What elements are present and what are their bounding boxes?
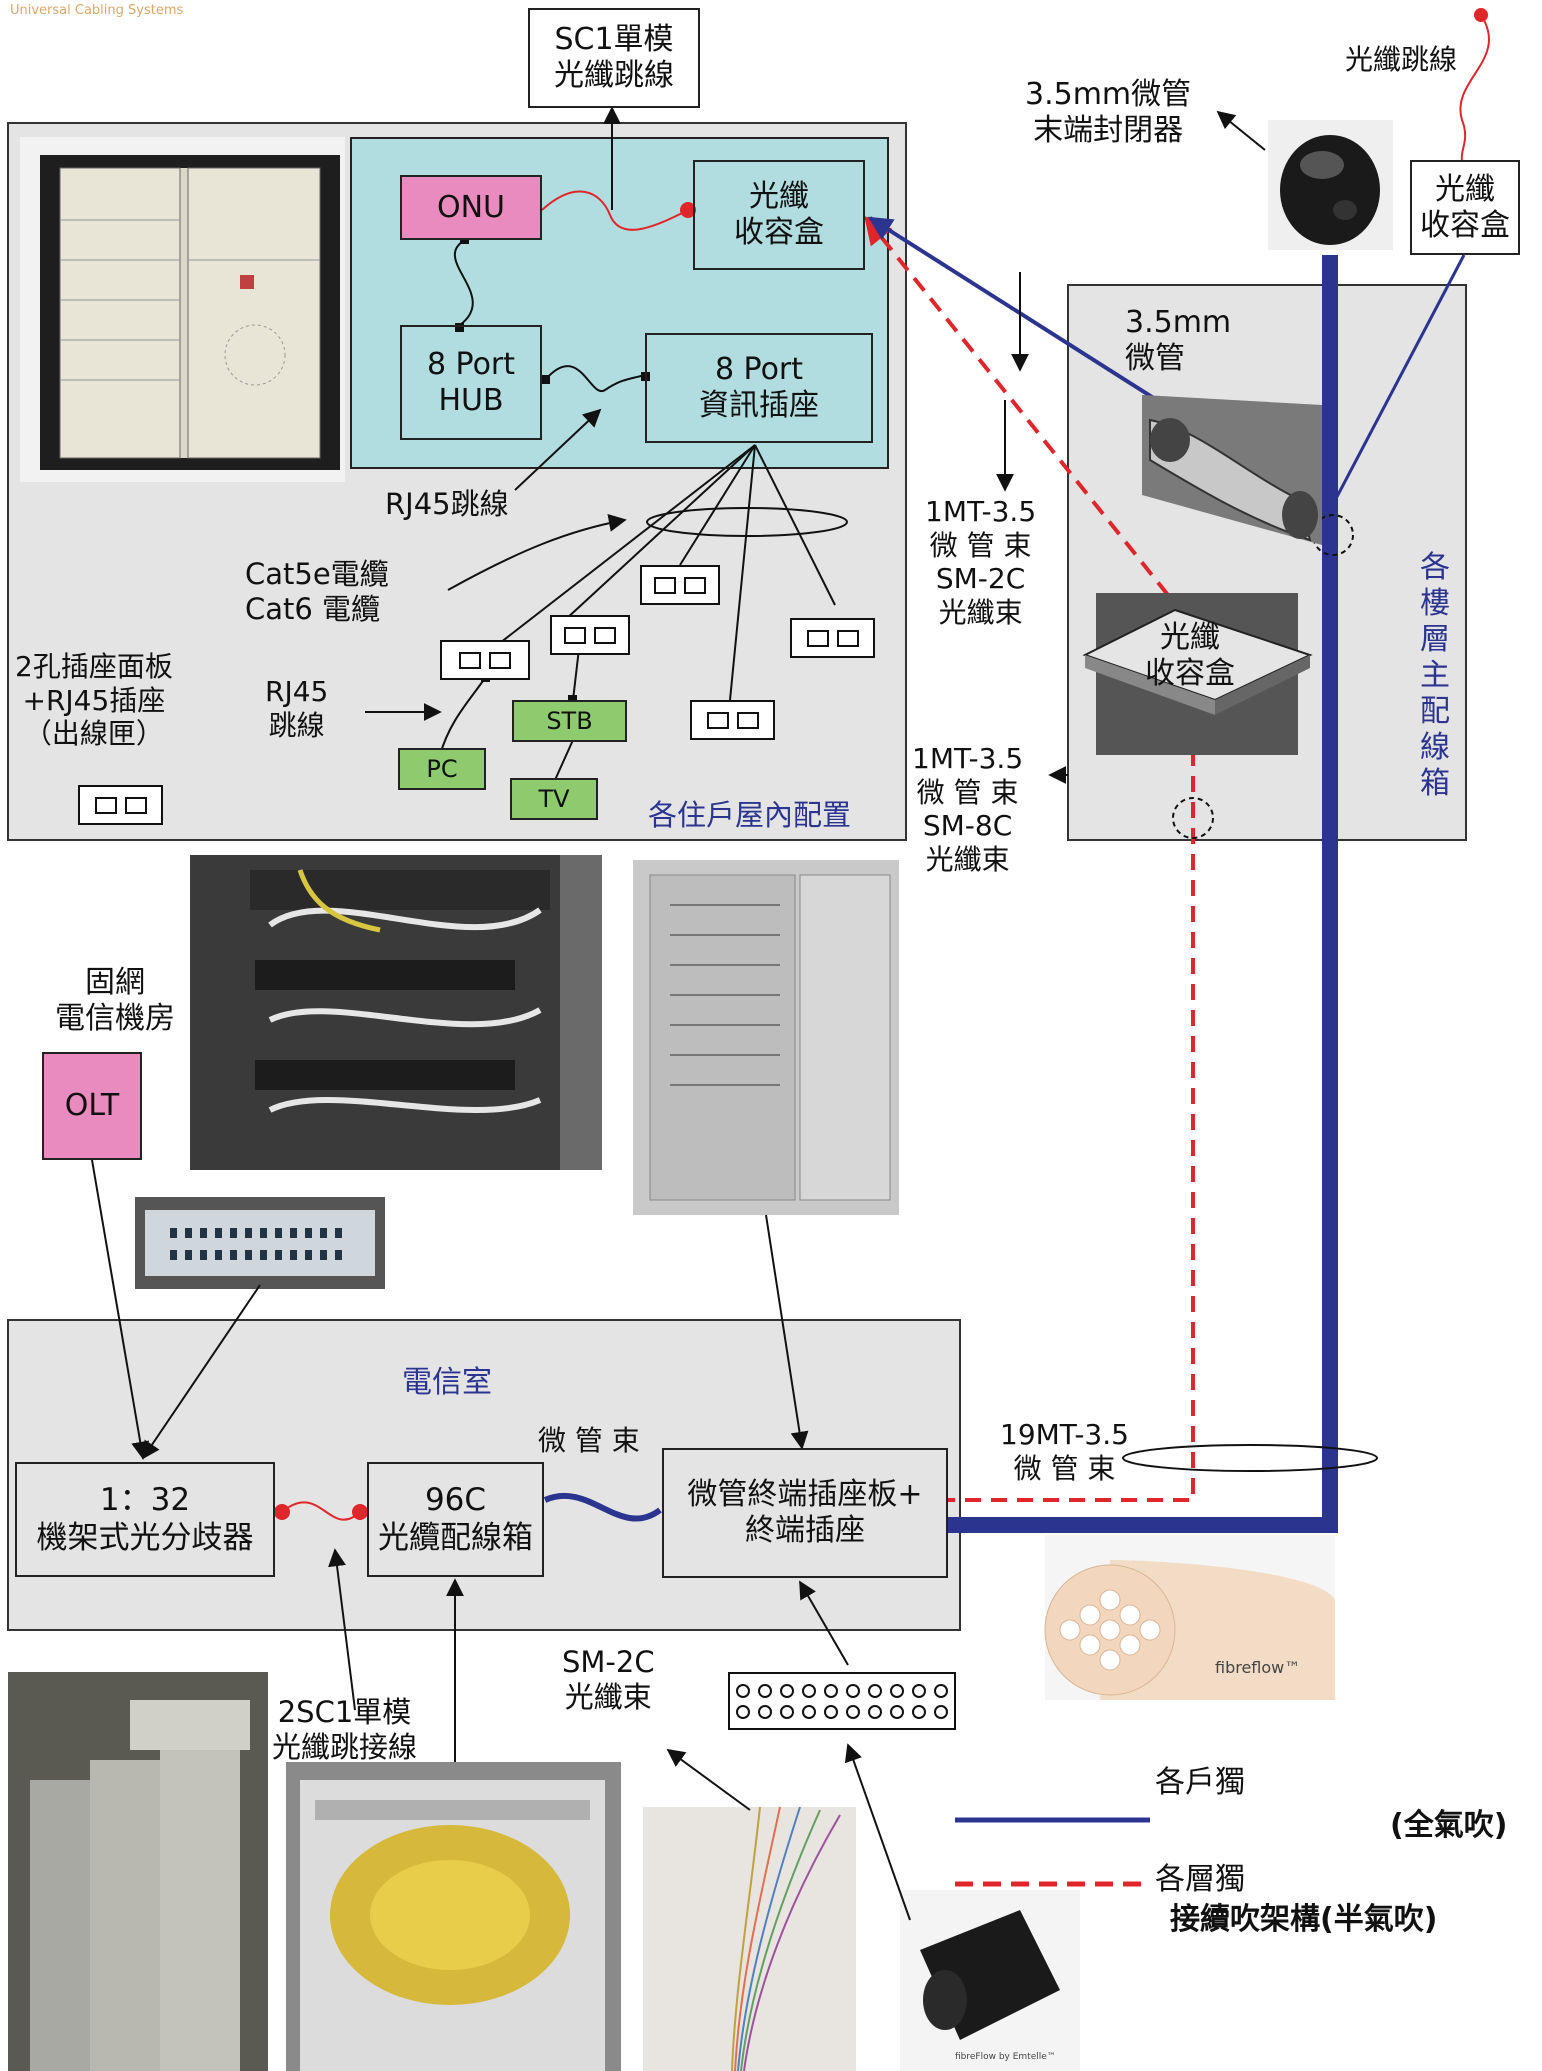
termination-grid-plate [728, 1672, 956, 1730]
riser-blue-line [948, 255, 1338, 1533]
splice-circle-upper [1312, 514, 1354, 556]
onu-box: ONU [400, 175, 542, 240]
home-config-title: 各住戶屋內配置 [648, 798, 852, 832]
splitter-fiber-red [281, 1501, 361, 1521]
wall-outlet-2 [550, 615, 630, 655]
telecom-office-label: 固網 電信機房 [55, 965, 175, 1036]
sc1-patch-box: SC1單模 光纖跳線 [528, 8, 700, 108]
onu-hub-cable [453, 239, 474, 326]
outlet-panel-label: 2孔插座面板 +RJ45插座 （出線匣） [15, 650, 173, 751]
connector-arrow [844, 1743, 911, 1921]
rack-switch-photo [190, 855, 602, 1170]
stb-port-2 [568, 695, 577, 704]
odf-fiber-photo [286, 1762, 621, 2071]
bundle-8c-label: 1MT-3.5 微 管 束 SM-8C 光纖束 [912, 742, 1024, 876]
patch-panel-arrow [141, 1284, 261, 1460]
rj45-arrow [514, 408, 602, 491]
end-cap-arrow [1216, 110, 1266, 151]
onu-fiber-red [541, 190, 689, 231]
termination-panel-box: 微管終端插座板+ 終端插座 [662, 1448, 948, 1578]
termination-grid-holes [736, 1684, 948, 1719]
odf-dot [352, 1504, 368, 1520]
end-cap-photo [1268, 120, 1393, 250]
fiber-jumper-dot [1474, 8, 1488, 22]
legend-dashed-note: 接續吹架構(半氣吹) [1170, 1902, 1438, 1937]
hub-port-2 [541, 375, 550, 384]
info-outlet-box: 8 Port 資訊插座 [645, 333, 873, 443]
connector-brand: fibreFlow by Emtelle™ [955, 2052, 1056, 2062]
red-dashed-to-home [864, 215, 1170, 597]
distribution-cabinet-photo [633, 860, 899, 1215]
legend-dashed-label: 各層獨 [1155, 1862, 1245, 1897]
bundle-19mt-label: 19MT-3.5 微 管 束 [1000, 1418, 1129, 1485]
fibreflow-brand: fibreflow™ [1215, 1658, 1301, 1677]
fiber-box-top: 光纖 收容盒 [1410, 160, 1520, 255]
telecom-room-title: 電信室 [402, 1365, 492, 1400]
legend-solid-label: 各戶獨 [1155, 1765, 1245, 1800]
telecom-cabinets-photo [8, 1672, 268, 2071]
wall-outlet-legend [78, 785, 163, 825]
panel-grid-arrow [799, 1580, 849, 1666]
odf-termination-cable [543, 1492, 662, 1522]
olt-arrow [91, 1159, 150, 1460]
riser-red-dashed [948, 750, 1195, 1502]
wall-outlet-1 [440, 640, 530, 680]
microduct-connector-photo [1142, 395, 1322, 545]
onu-fiber-dot [680, 202, 696, 218]
end-cap-label: 3.5mm微管 末端封閉器 [1025, 77, 1192, 148]
hub-port [455, 323, 464, 332]
hub-box: 8 Port HUB [400, 325, 542, 440]
hub-info-cable [544, 365, 646, 393]
fiber-strand-arrow [666, 1748, 751, 1811]
cat-cables-label: Cat5e電纜 Cat6 電纜 [245, 557, 389, 626]
pc-box: PC [398, 748, 486, 790]
microduct-label: 3.5mm 微管 [1125, 305, 1232, 376]
fiber-jumper-label: 光纖跳線 [1345, 43, 1458, 76]
connector-photo [900, 1890, 1080, 2071]
fiber-box-home: 光纖 收容盒 [693, 160, 865, 270]
microduct-bundle-photo [1044, 1535, 1335, 1700]
bundle-19mt-ellipse [1122, 1444, 1378, 1472]
outlet-cable-fan [477, 444, 836, 701]
stb-box: STB [512, 700, 627, 742]
cable-bundle-ellipse [646, 507, 848, 537]
sc1-2-jumper-label: 2SC1單模 光纖跳接線 [272, 1695, 418, 1764]
microduct-bundle-label: 微 管 束 [538, 1424, 640, 1457]
sm2c-label: SM-2C 光纖束 [562, 1645, 655, 1714]
splitter-box: 1：32 機架式光分歧器 [15, 1462, 275, 1577]
splice-circle-lower [1172, 797, 1214, 839]
wall-outlet-4 [790, 618, 875, 658]
patch-panel-photo [135, 1197, 385, 1289]
cabinet-arrow [765, 1214, 809, 1450]
jumper-arrow [328, 1548, 356, 1711]
fiber-strands-photo [643, 1806, 856, 2071]
blue-fiber-top-box [1328, 254, 1466, 511]
floor-main-box-label: 各 樓 層 主 配 線 箱 [1420, 550, 1450, 801]
stb-tv-line [554, 739, 574, 781]
rj45-jumper-label: RJ45 跳線 [265, 675, 329, 742]
brand-logo-text: Universal Cabling Systems [10, 3, 184, 18]
floor-fiber-box-photo [1082, 593, 1313, 755]
splitter-dot [274, 1504, 290, 1520]
tv-box: TV [510, 778, 598, 820]
fiber-box-floor-label: 光纖 收容盒 [1145, 620, 1235, 691]
rj45-patch-label: RJ45跳線 [385, 487, 509, 521]
odf-96c-box: 96C 光纜配線箱 [367, 1462, 544, 1577]
legend-solid-note: (全氣吹) [1390, 1808, 1508, 1843]
telecom-room-panel [7, 1319, 961, 1631]
olt-box: OLT [42, 1052, 142, 1160]
bundle-2c-label: 1MT-3.5 微 管 束 SM-2C 光纖束 [925, 495, 1037, 629]
home-cabinet-photo [20, 137, 345, 482]
cat-arrow [447, 514, 627, 591]
pc-cable [439, 677, 486, 756]
wall-outlet-3 [640, 565, 720, 605]
fiber-jumper-line [1459, 14, 1490, 161]
wall-outlet-5 [690, 700, 775, 740]
